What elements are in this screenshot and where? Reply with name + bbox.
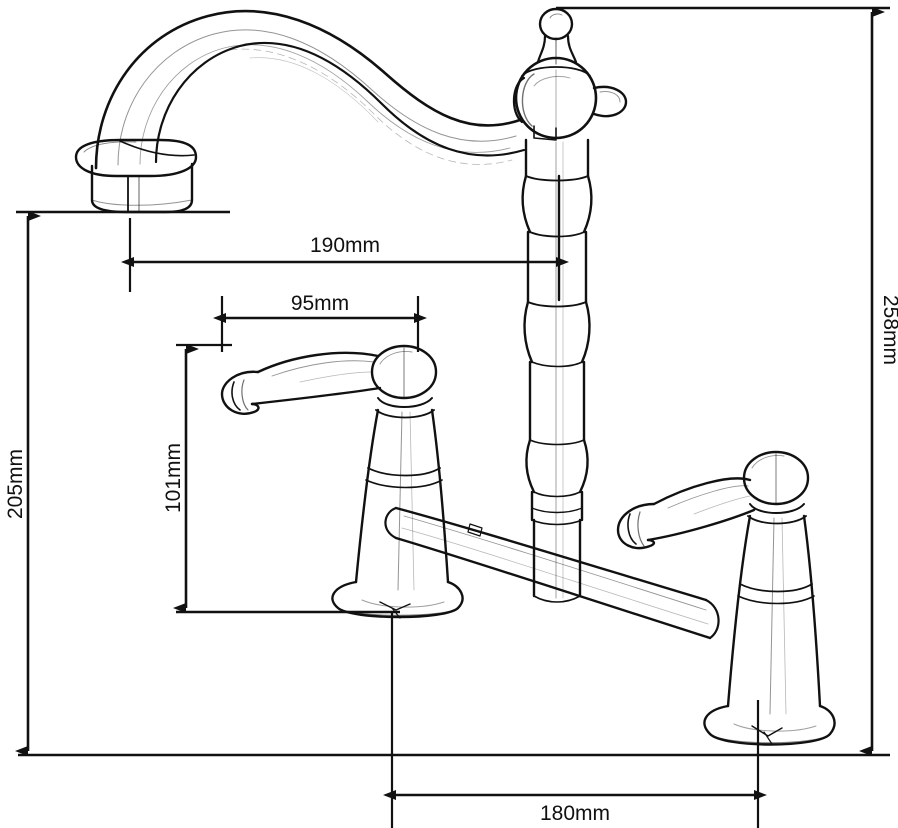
dimension-labels: 190mm 95mm 205mm 101mm 258mm 180mm xyxy=(4,234,898,825)
label-101mm: 101mm xyxy=(162,443,185,513)
dimension-arrows xyxy=(15,7,885,800)
label-95mm: 95mm xyxy=(291,292,349,315)
label-190mm: 190mm xyxy=(310,234,380,257)
center-column xyxy=(521,138,593,603)
dimension-lines xyxy=(16,6,890,828)
faucet-illustration xyxy=(74,7,836,746)
top-finial xyxy=(536,7,578,65)
bridge-tube xyxy=(384,506,720,640)
left-valve-assembly xyxy=(220,344,464,619)
label-180mm: 180mm xyxy=(540,802,610,825)
spout-outlet-aerator xyxy=(74,138,198,214)
spout-assembly xyxy=(94,9,526,170)
swivel-joint-sphere xyxy=(512,56,628,141)
right-valve-assembly xyxy=(616,450,836,746)
label-258mm: 258mm xyxy=(879,295,898,365)
label-205mm: 205mm xyxy=(4,449,27,519)
